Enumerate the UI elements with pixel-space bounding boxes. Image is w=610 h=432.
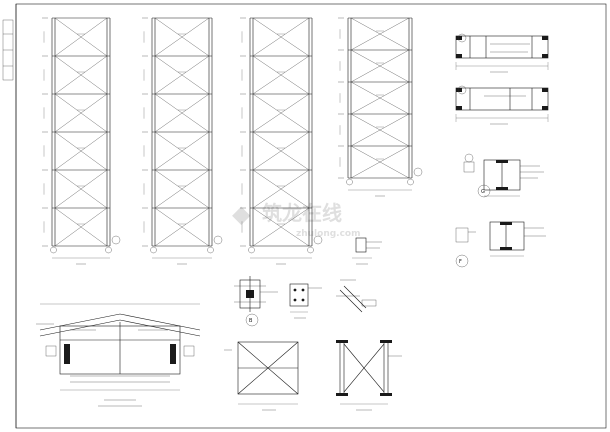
detail-g: G — [463, 153, 544, 198]
elevation-1 — [42, 17, 121, 265]
detail-plate — [289, 283, 322, 319]
section-detail-2 — [455, 85, 549, 125]
column-bracing-elevation — [336, 340, 402, 411]
detail-b-marker — [245, 313, 259, 327]
detail-f-marker — [455, 254, 469, 268]
detail-f: F — [455, 221, 546, 268]
detail-brace-joint — [336, 279, 377, 313]
elevation-2 — [142, 17, 223, 265]
detail-plate-2 — [352, 237, 382, 265]
elevation-4 — [338, 17, 423, 197]
section-detail-1 — [455, 33, 549, 73]
detail-g-label: G — [481, 189, 485, 195]
detail-f-label: F — [459, 259, 462, 265]
watermark-text: 筑龙在线 — [262, 201, 342, 225]
detail-g-marker — [477, 184, 491, 198]
watermark-url: zhulong.com — [296, 229, 361, 239]
detail-b-label: B — [249, 318, 253, 324]
bracing-elevations — [42, 17, 423, 265]
elevation-3 — [240, 17, 323, 265]
x-panel-elevation — [224, 341, 299, 411]
watermark: ◆ 筑龙在线 zhulong.com — [232, 200, 361, 239]
truss-section — [36, 303, 201, 407]
watermark-logo-icon: ◆ — [232, 200, 251, 228]
detail-b: B — [234, 276, 278, 327]
sheet-border — [2, 3, 607, 429]
